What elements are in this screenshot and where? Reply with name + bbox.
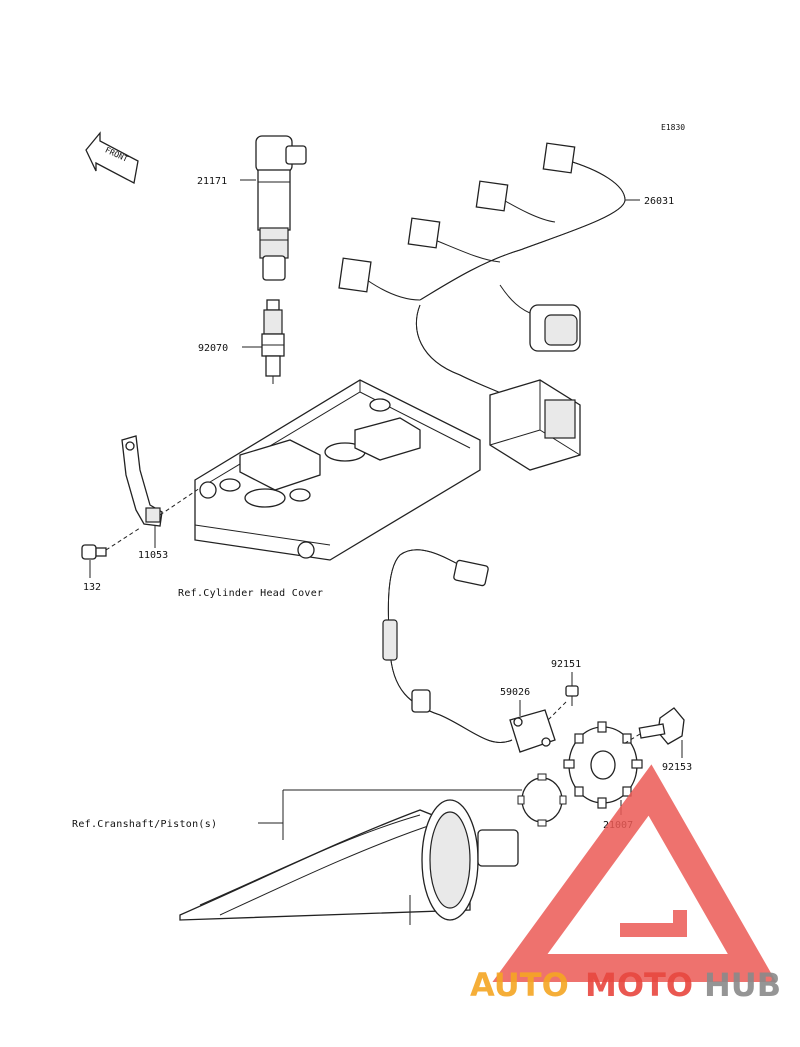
- automotohub-wordmark: AUTO MOTO HUB: [470, 966, 781, 1004]
- bolt-132: [81, 544, 107, 560]
- ref-crankshaft-pistons: Ref.Cranshaft/Piston(s): [72, 819, 217, 830]
- watermark-moto: MOTO: [585, 966, 693, 1004]
- automotohub-logo: [492, 764, 777, 982]
- part-number-11053: 11053: [138, 550, 168, 561]
- timing-rotor: [563, 721, 643, 809]
- crank-position-sensor: [382, 549, 556, 753]
- bolt-92153: [621, 707, 685, 746]
- wiring-harness: [338, 142, 626, 471]
- sensor-bracket: [121, 435, 163, 527]
- ref-cylinder-head-cover: Ref.Cylinder Head Cover: [178, 588, 323, 599]
- part-number-26031: 26031: [644, 196, 674, 207]
- crankshaft: [179, 773, 567, 925]
- spark-plug: [261, 299, 285, 384]
- part-number-132: 132: [83, 582, 101, 593]
- part-number-92153: 92153: [662, 762, 692, 773]
- leader-bolt-mount: [105, 527, 141, 551]
- part-number-59026: 59026: [500, 687, 530, 698]
- ignition-coil: [255, 135, 307, 281]
- leader-screw-mount: [547, 701, 567, 721]
- watermark-hub: HUB: [704, 966, 781, 1004]
- cylinder-head-cover: [194, 379, 481, 561]
- front-arrow-icon: FRONT: [85, 131, 139, 184]
- leader-bracket-mount: [159, 487, 201, 516]
- leader-crankshaft-bracket: [282, 789, 522, 840]
- watermark-auto: AUTO: [470, 966, 569, 1004]
- part-number-21171: 21171: [197, 176, 227, 187]
- part-number-92151: 92151: [551, 659, 581, 670]
- diagram-code: E1830: [661, 123, 685, 132]
- screw-92151: [565, 685, 579, 706]
- part-number-92070: 92070: [198, 343, 228, 354]
